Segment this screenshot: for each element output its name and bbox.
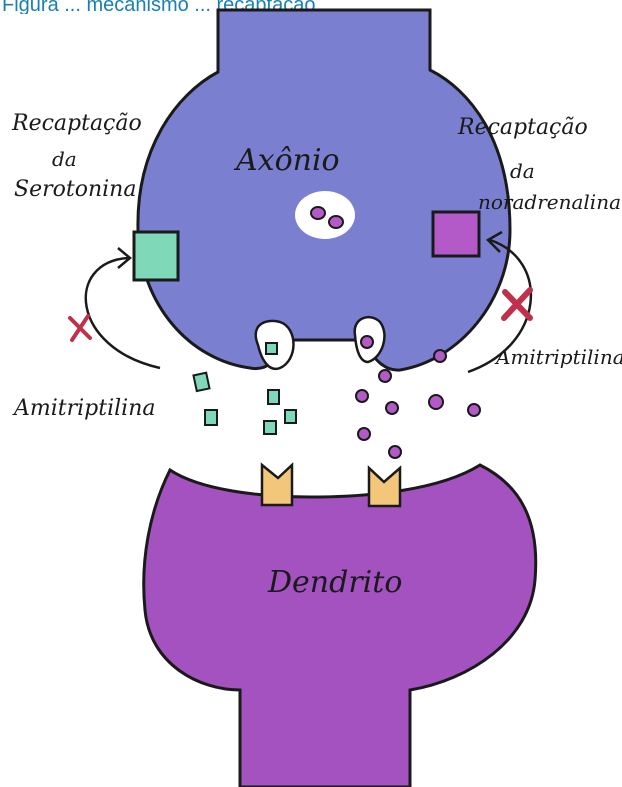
serotonin-molecules bbox=[193, 373, 296, 434]
dendrite-body bbox=[144, 465, 536, 787]
drug-label-left: Amitriptilina bbox=[12, 396, 156, 421]
block-mark-right bbox=[504, 290, 530, 318]
axon-body bbox=[138, 10, 510, 370]
right-reuptake-label-line1: Recaptação bbox=[457, 115, 588, 140]
left-reuptake-label-line1: Recaptação bbox=[11, 111, 142, 136]
vesicle-inner-dot bbox=[311, 207, 325, 219]
left-reuptake-label-line2: da bbox=[52, 147, 77, 171]
vesicle-inner-dot bbox=[329, 216, 343, 228]
dendrite-label: Dendrito bbox=[267, 565, 402, 600]
axon-label: Axônio bbox=[233, 143, 340, 178]
dendrite bbox=[144, 465, 536, 787]
drug-label-right: Amitriptilina bbox=[494, 345, 622, 369]
right-reuptake-label-line2: da bbox=[510, 159, 535, 183]
left-reuptake-label-line3: Serotonina bbox=[14, 177, 136, 202]
noradrenaline-transporter bbox=[433, 212, 479, 256]
noradrenaline-molecule bbox=[361, 336, 373, 348]
block-mark-left bbox=[70, 316, 90, 340]
receptor-right bbox=[369, 468, 400, 506]
serotonin-molecule bbox=[266, 343, 277, 354]
axon bbox=[138, 10, 510, 370]
serotonin-transporter bbox=[134, 232, 178, 280]
right-reuptake-label-line3: noradrenalina bbox=[478, 190, 621, 214]
receptor-left bbox=[262, 465, 292, 505]
